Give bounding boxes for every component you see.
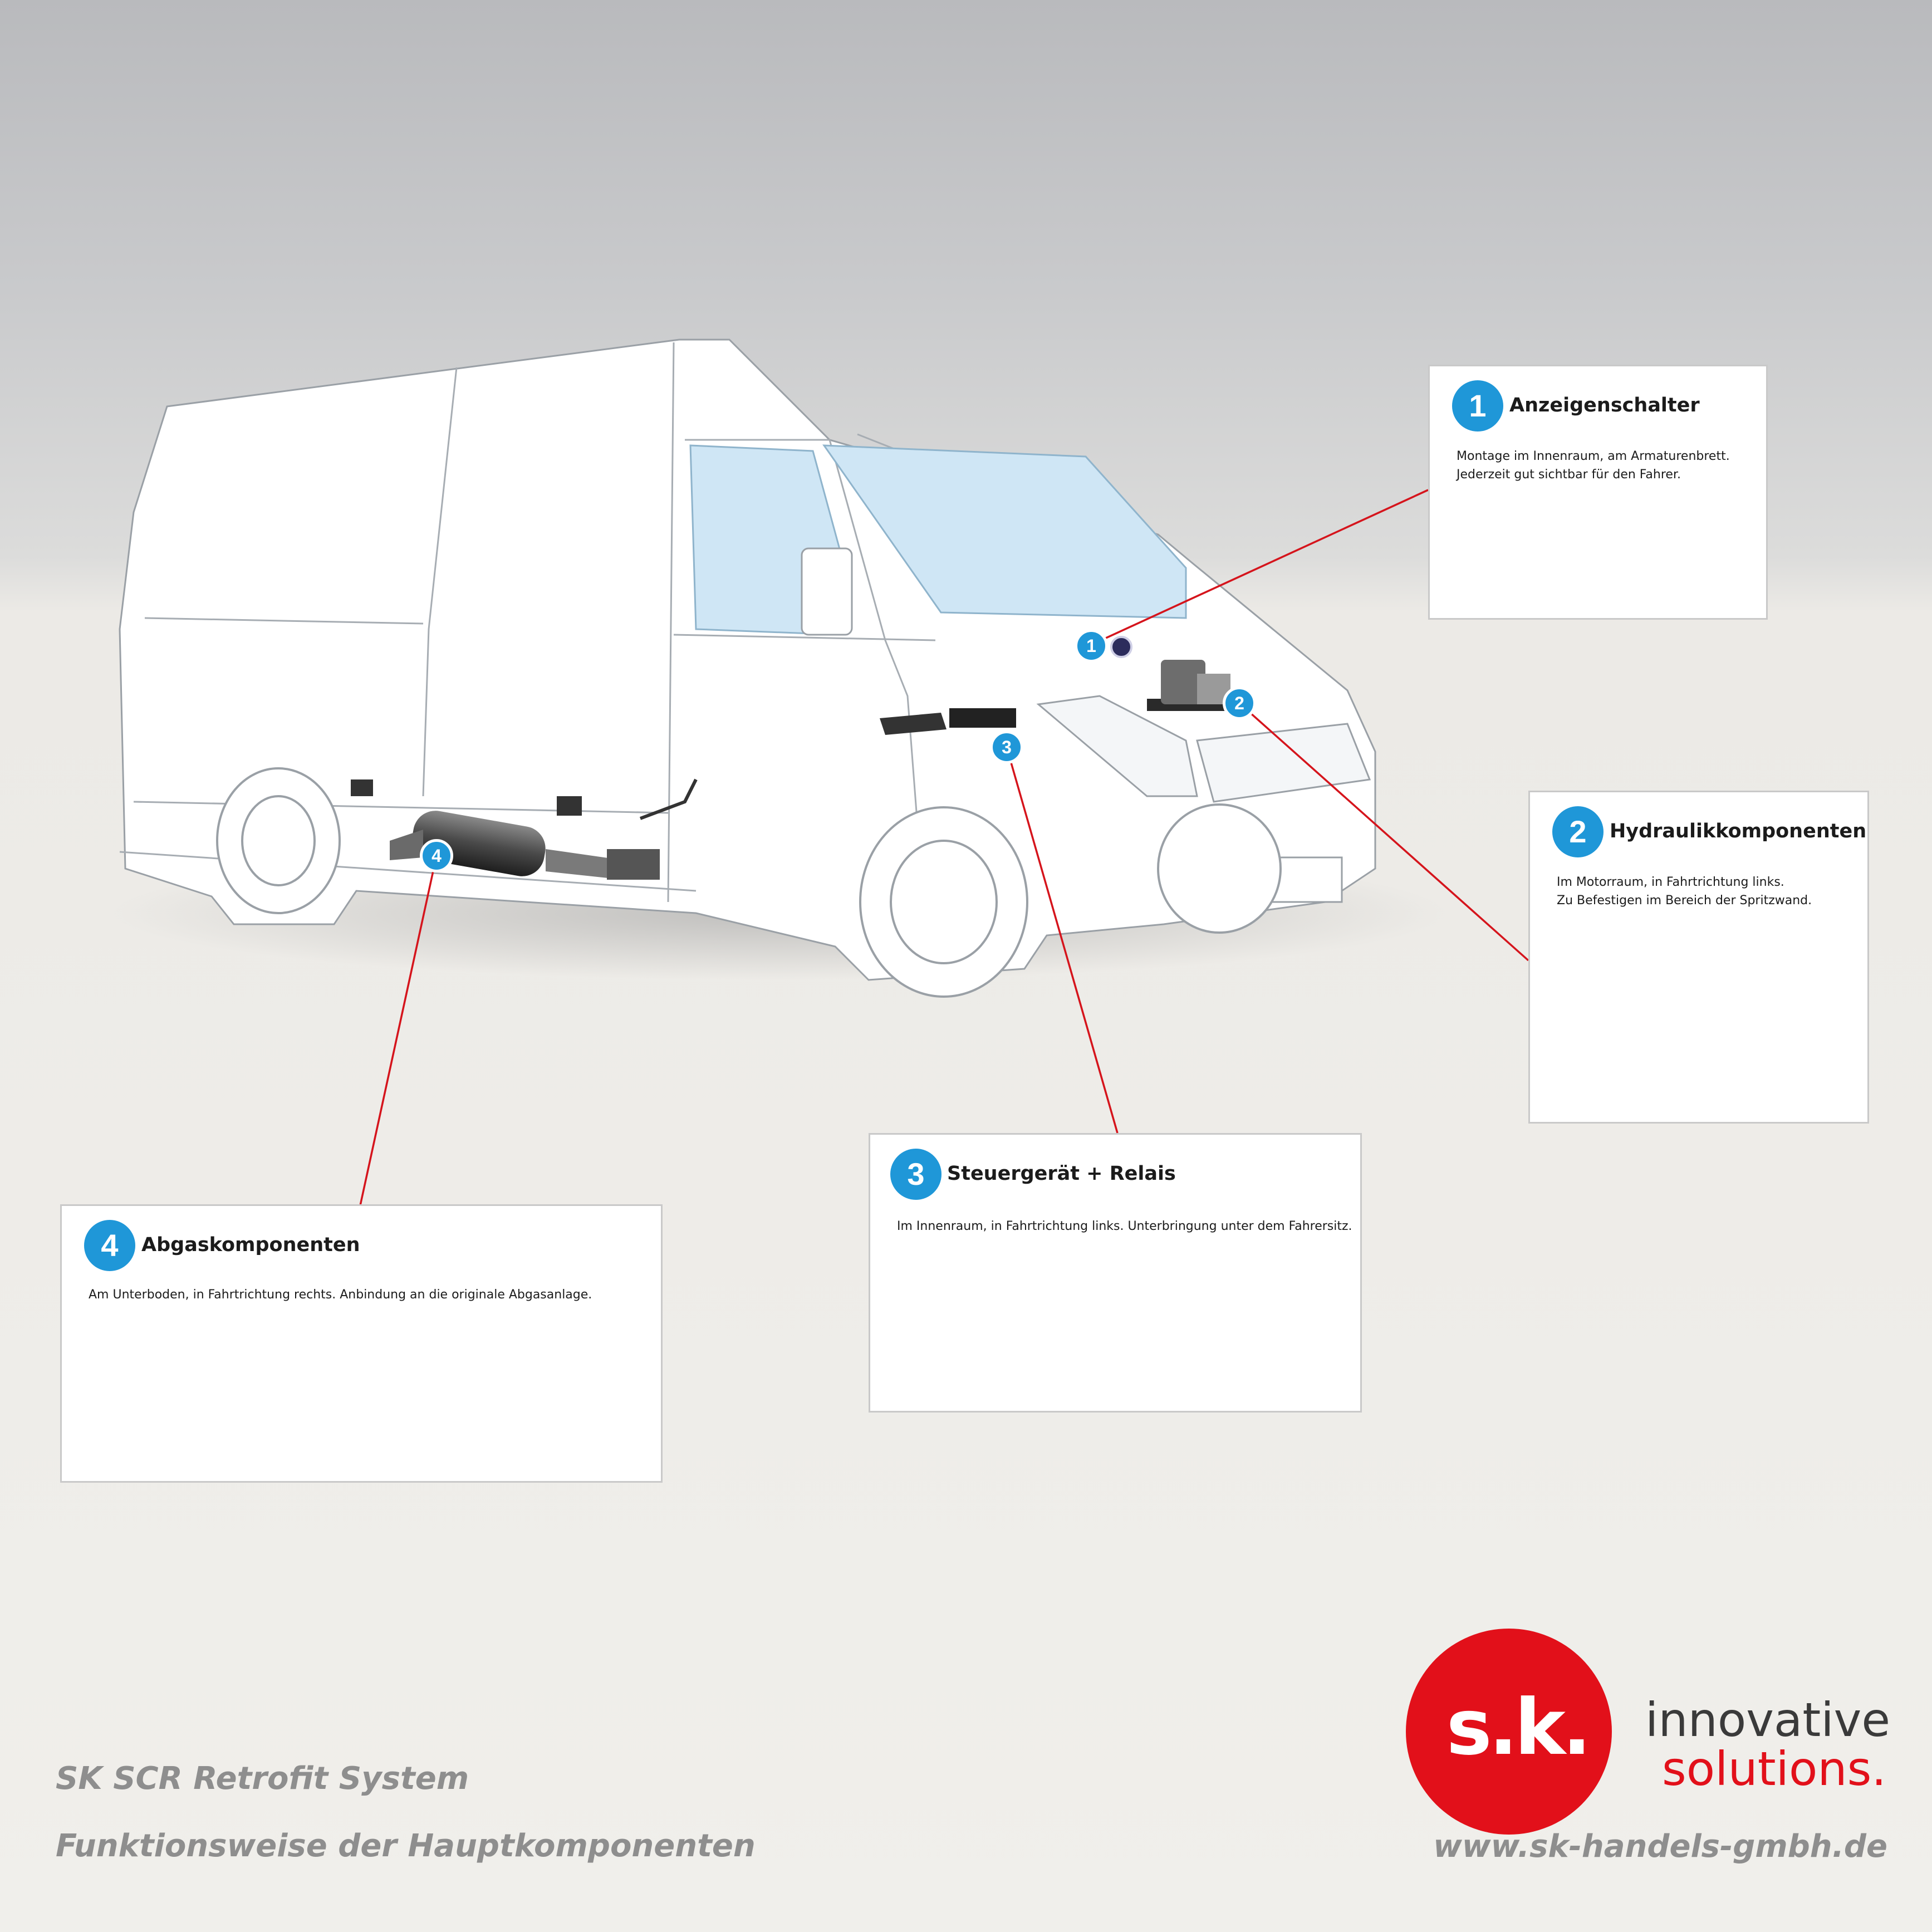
callout-number-badge: 2 (1552, 806, 1604, 857)
description-line: Jederzeit gut sichtbar für den Fahrer. (1457, 468, 1681, 482)
description-line: Montage im Innenraum, am Armaturenbrett. (1457, 449, 1730, 463)
side-mirror (801, 547, 853, 636)
callout-number-badge: 4 (84, 1220, 135, 1271)
windshield (822, 444, 1187, 619)
callout-hydraulic-components: 2 Hydraulikkomponenten Im Motorraum, in … (1528, 791, 1869, 1124)
brand-wordmark-bottom: solutions. (1662, 1742, 1887, 1796)
description-line: Zu Befestigen im Bereich der Spritzwand. (1557, 894, 1812, 908)
callout-description: Im Innenraum, in Fahrtrichtung links. Un… (897, 1217, 1352, 1235)
description-line: Im Innenraum, in Fahrtrichtung links. Un… (897, 1219, 1352, 1233)
van-control-unit (880, 708, 1016, 735)
leader-lines (359, 489, 1529, 1206)
wheels (216, 767, 1282, 998)
callout-number-badge: 3 (890, 1149, 942, 1200)
grille (1196, 723, 1371, 803)
van-marker-1[interactable]: 1 (1075, 629, 1108, 663)
brand-wordmark-top: innovative (1645, 1693, 1891, 1747)
van-hydraulic-unit (1147, 660, 1230, 711)
callout-control-unit-relays: 3 Steuergerät + Relais Im Innenraum, in … (869, 1133, 1362, 1413)
callout-description: Am Unterboden, in Fahrtrichtung rechts. … (89, 1286, 592, 1304)
callout-title: Steuergerät + Relais (947, 1163, 1176, 1185)
callout-description: Montage im Innenraum, am Armaturenbrett.… (1457, 447, 1730, 484)
description-line: Im Motorraum, in Fahrtrichtung links. (1557, 875, 1784, 889)
callout-description: Im Motorraum, in Fahrtrichtung links. Zu… (1557, 873, 1812, 910)
callout-title: Anzeigenschalter (1509, 394, 1700, 416)
footer-subtitle: Funktionsweise der Hauptkomponenten (56, 1828, 756, 1864)
headlight (1036, 695, 1198, 797)
van-marker-2[interactable]: 2 (1223, 687, 1256, 720)
callout-title: Hydraulikkomponenten (1610, 820, 1867, 842)
callout-title: Abgaskomponenten (141, 1234, 360, 1256)
description-line: Am Unterboden, in Fahrtrichtung rechts. … (89, 1288, 592, 1302)
van-marker-4[interactable]: 4 (420, 839, 453, 872)
brand-logo-mark: s.k. (1446, 1683, 1592, 1772)
callout-number-badge: 1 (1452, 380, 1503, 431)
brand-logo-circle (1406, 1629, 1612, 1835)
callout-exhaust-components: 4 Abgaskomponenten Am Unterboden, in Fah… (60, 1204, 663, 1483)
van-display-switch (1110, 636, 1132, 658)
footer-title: SK SCR Retrofit System (56, 1761, 469, 1797)
van-marker-3[interactable]: 3 (990, 730, 1023, 764)
callout-display-switch: 1 Anzeigenschalter Montage im Innenraum,… (1428, 365, 1768, 620)
